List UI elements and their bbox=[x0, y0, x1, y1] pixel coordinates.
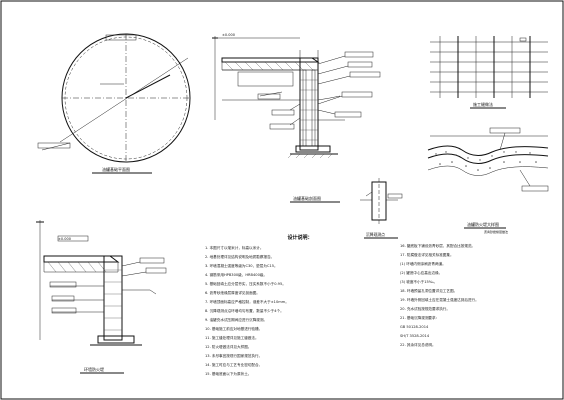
note-line: 6. 沥青砂绝缘层厚度详见剖面图。 bbox=[205, 291, 260, 295]
tank-foundation-section: ±0.000 bbox=[212, 33, 381, 203]
note-line: 9. 油罐充水试压期间应进行沉降观测。 bbox=[205, 318, 268, 322]
note-line: 7. 环墙顶面标高应严格控制，误差不大于±10mm。 bbox=[205, 300, 289, 304]
note-line: 21. 基础沉降观测要求： bbox=[400, 316, 440, 320]
note-line: 14. 施工时应与工艺专业密切配合。 bbox=[205, 363, 263, 367]
note-line: 16. 罐底板下铺设沥青砂层，其配合比按规范。 bbox=[400, 244, 476, 248]
tank-foundation-plan: 油罐基础平面图 bbox=[37, 33, 191, 174]
note-line: 4. 钢筋采用HPB300级、HRB400级。 bbox=[205, 273, 268, 277]
section-elevation: ±0.000 bbox=[222, 33, 235, 37]
note-line: 5. 基础回填土应分层夯实，压实系数不小于0.95。 bbox=[205, 282, 286, 286]
note-line: 18. 环墙预留孔洞位置详见工艺图。 bbox=[400, 289, 458, 293]
pavement-subtitle: 沥青砂绝缘层做法 bbox=[484, 229, 508, 234]
design-notes-continued: 16. 罐底板下铺设沥青砂层，其配合比按规范。 17. 防腐做法详见相关标准图集。… bbox=[400, 242, 550, 384]
note-line: 22. 其余详见总说明。 bbox=[400, 343, 436, 347]
notes-right-list: 16. 罐底板下铺设沥青砂层，其配合比按规范。 17. 防腐做法详见相关标准图集。… bbox=[400, 242, 550, 350]
wall-title: 环墙防火堤 bbox=[84, 366, 104, 372]
note-line: (3) 坡度不小于15‰。 bbox=[400, 280, 438, 284]
settlement-node-detail: 沉降观测点 bbox=[360, 178, 403, 239]
note-line: 2. 地基处理详见结构说明及地质勘察报告。 bbox=[205, 255, 275, 259]
note-line: 19. 环墙外侧回填土应在混凝土强度达到后进行。 bbox=[400, 298, 479, 302]
insulation-layer-detail: 油罐防火堤大样图 沥青砂绝缘层做法 bbox=[427, 127, 549, 234]
pavement-title: 油罐防火堤大样图 bbox=[467, 221, 499, 227]
note-line: GB 50128-2014 bbox=[400, 325, 429, 329]
section-title: 油罐基础剖面图 bbox=[293, 195, 321, 201]
note-line: (2) 罐底中心应高出边缘。 bbox=[400, 271, 443, 275]
note-line: 17. 防腐做法详见相关标准图集。 bbox=[400, 253, 454, 257]
notes-heading: 设计说明： bbox=[287, 235, 313, 241]
note-line: 12. 防火堤做法详见大样图。 bbox=[205, 345, 252, 349]
note-line: 3. 环墙混凝土强度等级为C30，垫层为C15。 bbox=[205, 264, 278, 268]
notes-left-list: 1. 本图尺寸以毫米计，标高以米计。 2. 地基处理详见结构说明及地质勘察报告。 3… bbox=[205, 244, 395, 379]
note-line: 10. 基础施工前应对地基进行验槽。 bbox=[205, 327, 263, 331]
note-line: 8. 沉降观测点沿环墙均匀布置，数量不少于4个。 bbox=[205, 309, 284, 313]
note-line: (1) 环墙内侧涂刷沥青两道。 bbox=[400, 262, 446, 266]
ring-wall-section: ±0.000 环墙防火堤 bbox=[36, 220, 167, 374]
construction-joint-detail: 施工缝做法 bbox=[430, 36, 548, 109]
design-notes: 设计说明： 1. 本图尺寸以毫米计，标高以米计。 2. 地基处理详见结构说明及地质… bbox=[205, 234, 395, 384]
note-line: SH/T 3528-2014 bbox=[400, 334, 430, 338]
note-line: 15. 基础底面以下为原状土。 bbox=[205, 372, 252, 376]
note-line: 20. 充水试验按规范要求执行。 bbox=[400, 307, 450, 311]
node-title: 沉降观测点 bbox=[366, 232, 385, 237]
plan-title: 油罐基础平面图 bbox=[102, 166, 130, 172]
joint-title: 施工缝做法 bbox=[473, 101, 493, 107]
note-line: 1. 本图尺寸以毫米计，标高以米计。 bbox=[205, 246, 264, 250]
wall-elevation: ±0.000 bbox=[58, 237, 71, 241]
note-line: 13. 未尽事宜按现行国家规范执行。 bbox=[205, 354, 263, 358]
note-line: 11. 施工缝处理详见施工缝做法。 bbox=[205, 336, 259, 340]
